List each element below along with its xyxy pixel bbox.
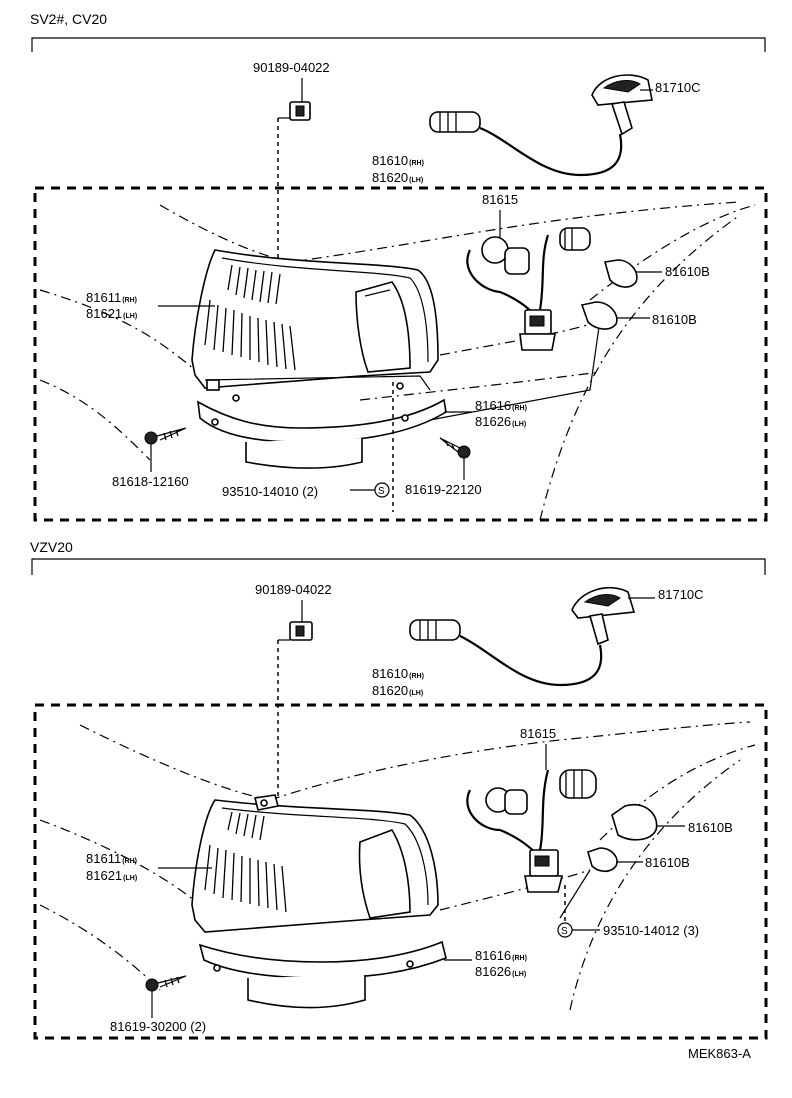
body-outline [39,819,201,906]
screw-left-part [145,975,187,992]
clip-part [277,101,311,270]
gasket-part [198,940,447,1009]
screw-left-label: 81618-12160 [112,474,189,489]
body-outline [289,201,741,263]
bulb-a-part [611,803,658,841]
socket-label: 81615 [520,726,556,741]
body-outline [359,371,601,401]
lamp-housing-part [191,794,439,933]
bulb-b-part [587,847,618,873]
gasket-rh-label: 81616(RH) [475,398,527,413]
screw-right-part [439,437,471,459]
body-outline [39,379,151,461]
washer-nozzle-label: 81710C [658,587,704,602]
assembly-box [33,186,768,522]
assembly-box [33,703,768,1040]
body-outline [39,289,206,379]
body-outline [539,214,741,521]
clip-part [277,621,313,800]
body-outline [569,759,741,1011]
section-bracket [31,37,766,52]
socket-label: 81615 [482,192,518,207]
gasket-rh-label: 81616(RH) [475,948,527,963]
lens-rh-label: 81611(RH) [86,290,137,305]
s-mark: S [557,885,573,938]
lens-hatching [204,264,296,371]
clip-label: 90189-04022 [255,582,332,597]
svg-text:S: S [561,926,568,937]
body-outline [269,721,751,801]
lens-rh-label: 81611(RH) [86,851,137,866]
lamp-lh-label: 81620(LH) [372,683,423,698]
body-outline [39,904,161,991]
lens-hatching [204,811,287,913]
body-outline [439,869,591,911]
screw-right-label: 93510-14012 (3) [603,923,699,938]
bulb-a-label: 81610B [665,264,710,279]
bulb-a-part [603,259,638,288]
bulb-b-label: 81610B [645,855,690,870]
lamp-rh-label: 81610(RH) [372,666,424,681]
clip-label: 90189-04022 [253,60,330,75]
washer-nozzle-part [409,586,636,687]
screw-left-part [144,427,187,445]
bulb-b-label: 81610B [652,312,697,327]
lens-lh-label: 81621(LH) [86,306,137,321]
screw-center-label: 93510-14010 (2) [222,484,318,499]
svg-text:S: S [378,486,385,497]
socket-part [466,227,591,351]
lamp-housing-part [191,249,439,402]
bulb-b-part [580,301,618,330]
section-title: VZV20 [30,539,73,555]
washer-nozzle-label: 81710C [655,80,701,95]
section-bracket [31,558,766,575]
socket-part [466,769,597,893]
bulb-a-label: 81610B [688,820,733,835]
lamp-lh-label: 81620(LH) [372,170,423,185]
body-outline [589,204,756,301]
section-sv2-cv20: SV2#, CV20 90189-04022 [30,11,768,522]
section-title: SV2#, CV20 [30,11,107,27]
washer-nozzle-part [429,74,653,177]
screw-right-label: 81619-22120 [405,482,482,497]
body-outline [429,319,601,421]
s-mark: S [374,482,390,498]
body-outline [79,724,271,801]
gasket-lh-label: 81626(LH) [475,414,526,429]
lamp-rh-label: 81610(RH) [372,153,424,168]
footer-code: MEK863-A [688,1046,751,1061]
gasket-lh-label: 81626(LH) [475,964,526,979]
screw-left-label: 81619-30200 (2) [110,1019,206,1034]
section-vzv20: VZV20 90189-04022 81710C [30,539,768,1040]
lens-lh-label: 81621(LH) [86,868,137,883]
